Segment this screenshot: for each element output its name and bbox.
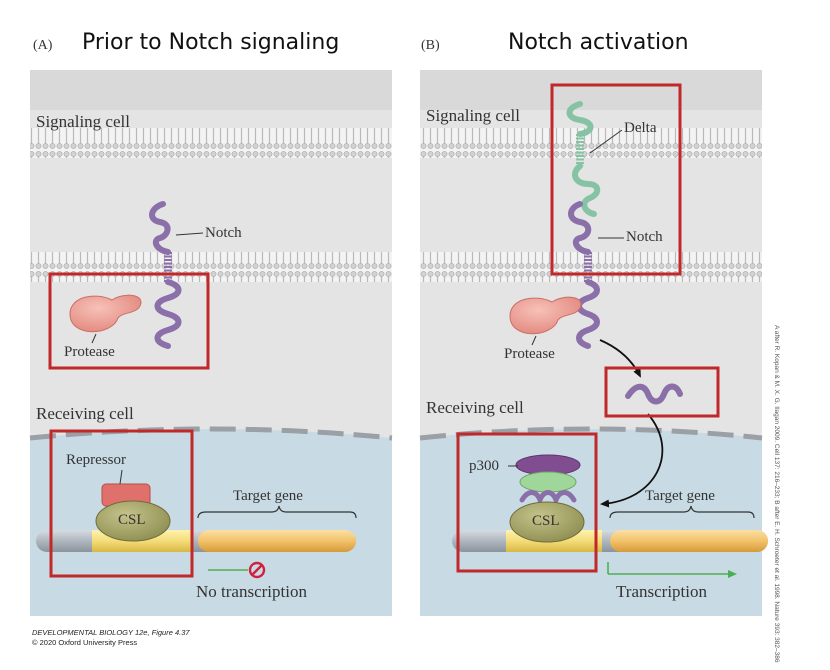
- label-signaling-cell-b: Signaling cell: [426, 106, 520, 125]
- notch-receptor: [149, 201, 171, 255]
- highlight-box-csl: [49, 429, 194, 578]
- label-csl-a: CSL: [118, 512, 146, 528]
- label-transcription: Transcription: [616, 582, 707, 601]
- label-delta: Delta: [624, 120, 657, 136]
- label-target-gene-b: Target gene: [645, 488, 715, 504]
- panel-b-letter: (B): [421, 38, 440, 53]
- no-transcription-icon: [248, 561, 266, 579]
- panel-b-graphic: [419, 70, 768, 616]
- credit-block: DEVELOPMENTAL BIOLOGY 12e, Figure 4.37 ©…: [32, 628, 190, 648]
- panel-a-letter: (A): [33, 38, 53, 53]
- label-receiving-cell-a: Receiving cell: [36, 404, 134, 423]
- label-notch-b: Notch: [626, 229, 663, 245]
- panel-a-graphic: [29, 70, 393, 616]
- signaling-cell-membrane: [30, 128, 392, 158]
- credit-line-2: © 2020 Oxford University Press: [32, 638, 138, 647]
- highlight-box-ligand: [550, 83, 682, 276]
- protease-icon-b: [509, 296, 582, 335]
- label-protease-b: Protease: [504, 346, 555, 362]
- label-csl-b: CSL: [532, 513, 560, 529]
- label-target-gene-a: Target gene: [233, 488, 303, 504]
- delta-ligand: [566, 101, 594, 137]
- notch-receptor-b: [568, 201, 592, 255]
- highlight-box-nicd: [604, 366, 720, 418]
- highlight-box-csl-b: [456, 432, 598, 573]
- highlight-box-protease: [48, 272, 210, 370]
- label-receiving-cell-b: Receiving cell: [426, 398, 524, 417]
- csl-protein-b: [509, 501, 585, 543]
- nucleus: [30, 429, 392, 616]
- label-p300: p300: [469, 458, 499, 474]
- side-credit: A after R. Kopan & M. X. G. Ilagan 2009.…: [773, 325, 780, 663]
- csl-protein: [95, 500, 171, 542]
- credit-line-1: DEVELOPMENTAL BIOLOGY 12e, Figure 4.37: [32, 628, 190, 637]
- target-gene-segment: [198, 530, 356, 552]
- panel-b-title: Notch activation: [508, 30, 689, 55]
- label-repressor: Repressor: [66, 452, 126, 468]
- receiving-cell-membrane: [30, 252, 392, 282]
- notch-intracellular-domain: [625, 383, 683, 405]
- label-signaling-cell-a: Signaling cell: [36, 112, 130, 131]
- panel-a-title: Prior to Notch signaling: [82, 30, 340, 55]
- label-no-transcription: No transcription: [196, 582, 307, 601]
- protease-icon: [69, 294, 142, 333]
- label-protease-a: Protease: [64, 344, 115, 360]
- label-notch-a: Notch: [205, 225, 242, 241]
